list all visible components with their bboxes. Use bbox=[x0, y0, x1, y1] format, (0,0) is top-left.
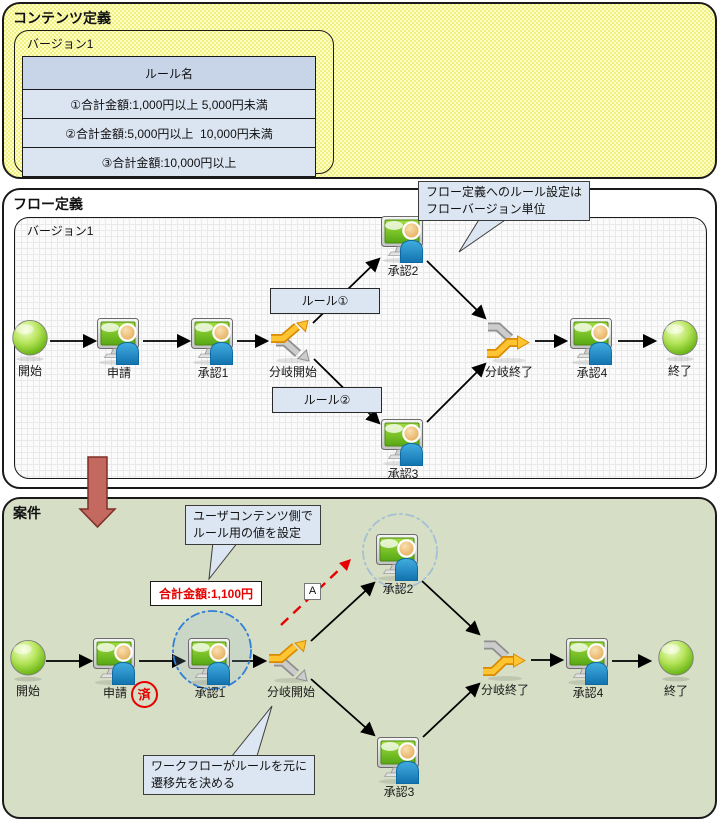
rule-table: ルール名 ①合計金額:1,000円以上 5,000円未満 ②合計金額:5,000… bbox=[22, 56, 316, 177]
highlight-circle-approve2 bbox=[362, 513, 438, 589]
callout-tail-workflow bbox=[230, 705, 273, 757]
start-ball-icon bbox=[8, 637, 48, 683]
route-a-label: A bbox=[304, 583, 321, 600]
node-label: 開始 bbox=[15, 684, 40, 698]
rule-table-header: ルール名 bbox=[22, 56, 316, 90]
route-a-arrowhead bbox=[339, 559, 351, 571]
node-label: 申請 bbox=[106, 366, 131, 380]
flow-version-label: バージョン1 bbox=[27, 224, 94, 238]
user-pc-icon bbox=[569, 317, 615, 365]
callout-flow-rule: フロー定義へのルール設定は フローバージョン単位 bbox=[418, 181, 591, 221]
node-label: 分岐開始 bbox=[268, 365, 317, 379]
callout-tail-flow-rule bbox=[458, 217, 510, 253]
node-label: 承認4 bbox=[572, 686, 604, 700]
rule-table-row[interactable]: ③合計金額:10,000円以上 bbox=[22, 147, 316, 177]
callout-line: ユーザコンテンツ側で bbox=[193, 509, 313, 523]
start-ball-icon bbox=[10, 317, 50, 363]
flow-node-approve2[interactable]: 承認2 bbox=[371, 215, 435, 278]
node-label: 終了 bbox=[667, 364, 692, 378]
callout-user-content: ユーザコンテンツ側で ルール用の値を設定 bbox=[185, 505, 321, 545]
flow-node-apply[interactable]: 申請 bbox=[87, 317, 151, 380]
end-ball-icon bbox=[660, 317, 700, 363]
case-node-approve2[interactable]: 承認2 bbox=[366, 533, 430, 596]
section-title-case: 案件 bbox=[13, 505, 41, 521]
case-node-apply[interactable]: 申請 bbox=[83, 637, 147, 700]
flow-node-approve3[interactable]: 承認3 bbox=[371, 418, 435, 481]
node-label: 分岐開始 bbox=[266, 685, 315, 699]
node-label: 承認2 bbox=[387, 264, 419, 278]
flow-node-approve1[interactable]: 承認1 bbox=[181, 317, 245, 380]
user-pc-icon bbox=[380, 215, 426, 263]
node-label: 承認2 bbox=[382, 582, 414, 596]
content-version-label: バージョン1 bbox=[27, 37, 94, 51]
node-label: 承認1 bbox=[197, 366, 229, 380]
rule1-label-box: ルール① bbox=[270, 288, 380, 314]
callout-line: フローバージョン単位 bbox=[426, 202, 546, 216]
end-ball-icon bbox=[656, 637, 696, 683]
callout-line: 遷移先を決める bbox=[151, 776, 236, 790]
flow-node-end[interactable]: 終了 bbox=[648, 317, 712, 378]
node-label: 分岐終了 bbox=[484, 365, 533, 379]
callout-line: ルール用の値を設定 bbox=[193, 526, 302, 540]
case-node-approve3[interactable]: 承認3 bbox=[367, 736, 431, 799]
case-node-branch-start[interactable]: 分岐開始 bbox=[259, 638, 323, 699]
rule-table-row[interactable]: ②合計金額:5,000円以上 10,000円未満 bbox=[22, 118, 316, 148]
user-pc-icon bbox=[565, 637, 611, 685]
node-label: 申請 bbox=[102, 686, 127, 700]
user-pc-icon bbox=[375, 533, 421, 581]
rule2-label: ルール② bbox=[303, 393, 351, 407]
user-pc-icon bbox=[376, 736, 422, 784]
section-title-flow: フロー定義 bbox=[13, 196, 83, 212]
node-label: 承認4 bbox=[576, 366, 608, 380]
flow-node-start[interactable]: 開始 bbox=[0, 317, 62, 378]
rule2-label-box: ルール② bbox=[272, 387, 382, 413]
flow-node-branch-start[interactable]: 分岐開始 bbox=[261, 318, 325, 379]
node-label: 開始 bbox=[17, 364, 42, 378]
callout-tail-user-content bbox=[208, 541, 240, 581]
branch-split-icon bbox=[266, 638, 316, 684]
case-node-start[interactable]: 開始 bbox=[0, 637, 60, 698]
case-node-end[interactable]: 終了 bbox=[644, 637, 708, 698]
rule-table-row[interactable]: ①合計金額:1,000円以上 5,000円未満 bbox=[22, 89, 316, 119]
rule1-label: ルール① bbox=[301, 294, 349, 308]
flow-node-branch-end[interactable]: 分岐終了 bbox=[477, 318, 541, 379]
case-node-approve1[interactable]: 承認1 bbox=[178, 637, 242, 700]
section-transition-arrow bbox=[78, 456, 117, 529]
amount-value-box: 合計金額:1,100円 bbox=[150, 581, 263, 606]
branch-merge-icon bbox=[484, 318, 534, 364]
case-arrows bbox=[46, 580, 653, 738]
case-node-branch-end[interactable]: 分岐終了 bbox=[473, 636, 537, 697]
branch-merge-icon bbox=[480, 636, 530, 682]
callout-line: フロー定義へのルール設定は bbox=[426, 185, 583, 199]
section-title-content: コンテンツ定義 bbox=[13, 10, 111, 26]
callout-line: ワークフローがルールを元に bbox=[151, 759, 308, 773]
node-label: 承認1 bbox=[194, 686, 226, 700]
user-pc-icon bbox=[92, 637, 138, 685]
node-label: 承認3 bbox=[383, 785, 415, 799]
flow-node-approve4[interactable]: 承認4 bbox=[560, 317, 624, 380]
user-pc-icon bbox=[187, 637, 233, 685]
branch-split-icon bbox=[268, 318, 318, 364]
node-label: 終了 bbox=[663, 684, 688, 698]
case-node-approve4[interactable]: 承認4 bbox=[556, 637, 620, 700]
user-pc-icon bbox=[190, 317, 236, 365]
user-pc-icon bbox=[380, 418, 426, 466]
node-label: 承認3 bbox=[387, 467, 419, 481]
user-pc-icon bbox=[96, 317, 142, 365]
node-label: 分岐終了 bbox=[480, 683, 529, 697]
callout-workflow: ワークフローがルールを元に 遷移先を決める bbox=[143, 755, 316, 795]
